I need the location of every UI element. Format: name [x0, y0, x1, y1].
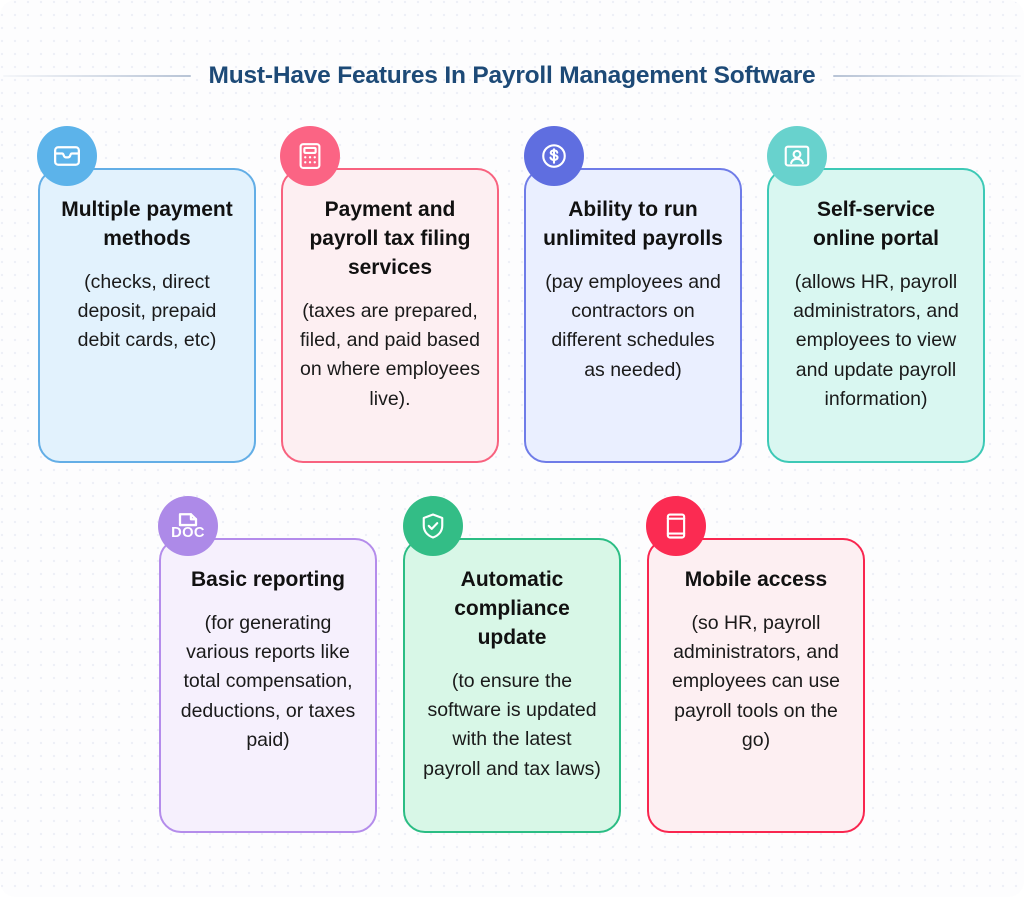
card-description: (so HR, payroll administrators, and empl…: [671, 611, 841, 751]
card-description: (checks, direct deposit, prepaid debit c…: [77, 270, 217, 352]
feature-card-basic-reporting[interactable]: Basic reporting (for generating various …: [159, 538, 377, 833]
feature-card-ability-to-run-unlimited-payrolls[interactable]: Ability to run unlimited payrolls (pay e…: [524, 168, 742, 463]
card-description: (pay employees and contractors on differ…: [545, 270, 721, 381]
shield-check-icon-glyph: [422, 513, 444, 539]
calculator-icon-glyph: [299, 143, 321, 169]
card-title: Automatic compliance update: [454, 568, 570, 649]
card-description: (for generating various reports like tot…: [180, 611, 356, 751]
feature-card-self-service-online-portal[interactable]: Self-service online portal (allows HR, p…: [767, 168, 985, 463]
page-title: Must-Have Features In Payroll Management…: [208, 62, 816, 89]
feature-card-mobile-access[interactable]: Mobile access (so HR, payroll administra…: [647, 538, 865, 833]
card-description: (allows HR, payroll administrators, and …: [793, 270, 959, 410]
feature-card-payment-and-payroll-tax-filing-services[interactable]: Payment and payroll tax filing services …: [281, 168, 499, 463]
card-title: Ability to run unlimited payrolls: [543, 198, 723, 250]
title-rule-right: [833, 75, 1022, 77]
calculator-icon: [280, 126, 340, 186]
user-portrait-icon: [767, 126, 827, 186]
title-bar: Must-Have Features In Payroll Management…: [0, 62, 1024, 90]
doc-icon: DOC: [158, 496, 218, 556]
feature-card-multiple-payment-methods[interactable]: Multiple payment methods (checks, direct…: [38, 168, 256, 463]
tablet-icon: [646, 496, 706, 556]
card-title: Self-service online portal: [813, 198, 939, 250]
card-icon: [37, 126, 97, 186]
user-portrait-icon-glyph: [784, 145, 810, 167]
dollar-circle-icon: [524, 126, 584, 186]
card-icon-glyph: [54, 146, 80, 166]
card-description: (taxes are prepared, filed, and paid bas…: [300, 299, 480, 410]
card-title: Basic reporting: [190, 568, 346, 591]
doc-icon-label: DOC: [172, 525, 204, 541]
feature-card-automatic-compliance-update[interactable]: Automatic compliance update (to ensure t…: [403, 538, 621, 833]
tablet-icon-glyph: [666, 513, 686, 539]
card-description: (to ensure the software is updated with …: [423, 669, 601, 780]
card-title: Mobile access: [684, 568, 828, 591]
title-rule-left: [2, 75, 191, 77]
shield-check-icon: [403, 496, 463, 556]
card-title: Payment and payroll tax filing services: [309, 198, 471, 279]
card-title: Multiple payment methods: [61, 198, 233, 250]
doc-icon-glyph: DOC: [172, 513, 204, 541]
dollar-circle-icon-glyph: [542, 144, 566, 168]
